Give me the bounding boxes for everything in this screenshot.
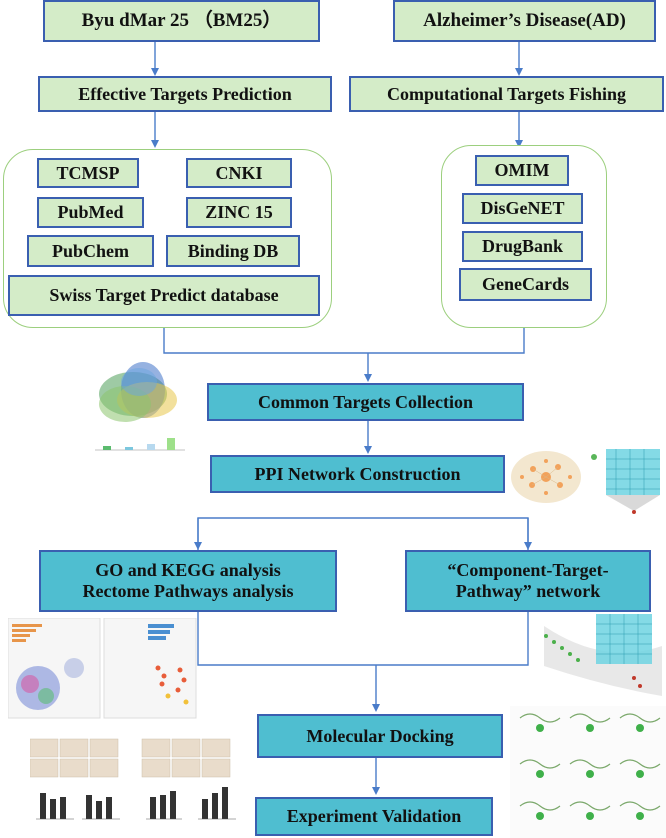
molecular-docking-box: Molecular Docking bbox=[257, 714, 503, 758]
computational-targets-fishing-box: Computational Targets Fishing bbox=[349, 76, 664, 112]
bm25-box: Byu dMar 25 （BM25） bbox=[43, 0, 320, 42]
pathway-network-line: Pathway” network bbox=[455, 581, 601, 601]
disgenet-box: DisGeNET bbox=[462, 193, 583, 224]
ppi-network-construction-box: PPI Network Construction bbox=[210, 455, 505, 493]
genecards-box: GeneCards bbox=[459, 268, 592, 301]
docking-structures-thumbnail bbox=[510, 706, 666, 838]
component-target-line: “Component-Target- bbox=[447, 560, 609, 581]
go-kegg-analysis-box: GO and KEGG analysis Rectome Pathways an… bbox=[39, 550, 337, 612]
drugbank-box: DrugBank bbox=[462, 231, 583, 262]
tcmsp-box: TCMSP bbox=[37, 158, 139, 188]
omim-box: OMIM bbox=[475, 155, 569, 186]
network-grid-thumbnail bbox=[591, 449, 660, 514]
pubchem-box: PubChem bbox=[27, 235, 154, 267]
zinc15-box: ZINC 15 bbox=[186, 197, 292, 228]
experiment-validation-thumbnail bbox=[30, 738, 236, 820]
cnki-box: CNKI bbox=[186, 158, 292, 188]
swiss-target-predict-box: Swiss Target Predict database bbox=[8, 275, 320, 316]
component-target-pathway-box: “Component-Target- Pathway” network bbox=[405, 550, 651, 612]
bindingdb-box: Binding DB bbox=[166, 235, 300, 267]
rectome-pathways-line: Rectome Pathways analysis bbox=[82, 581, 294, 601]
alzheimers-disease-box: Alzheimer’s Disease(AD) bbox=[393, 0, 656, 42]
venn-diagram-thumbnail bbox=[95, 362, 185, 451]
experiment-validation-box: Experiment Validation bbox=[255, 797, 493, 836]
go-kegg-line: GO and KEGG analysis bbox=[95, 560, 281, 581]
ppi-network-thumbnail bbox=[511, 451, 581, 503]
enrichment-analysis-thumbnail bbox=[8, 618, 197, 719]
pubmed-box: PubMed bbox=[37, 197, 144, 228]
effective-targets-prediction-box: Effective Targets Prediction bbox=[38, 76, 332, 112]
ctp-network-thumbnail bbox=[544, 614, 662, 696]
common-targets-collection-box: Common Targets Collection bbox=[207, 383, 524, 421]
